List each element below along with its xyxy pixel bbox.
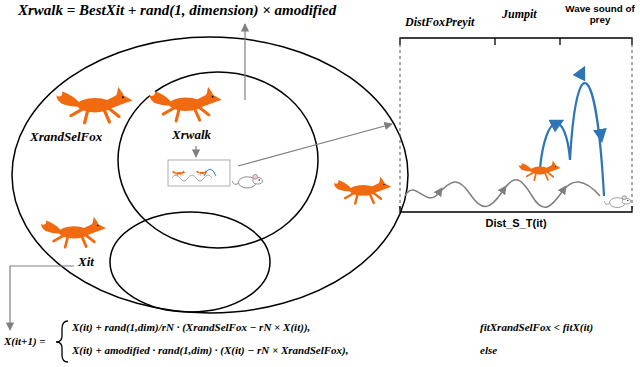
formula: X(it+1) = [4, 335, 46, 348]
fox-label: XrandSelFox [30, 130, 102, 145]
outer-circle [12, 37, 408, 313]
prey-label: Wave sound of prey [564, 3, 636, 26]
hunt-panel [400, 38, 632, 212]
wave-arrow [502, 189, 504, 192]
jump-arrow [580, 72, 582, 76]
leader-line [238, 124, 392, 166]
fox-figure [172, 170, 185, 176]
fox-figure [41, 217, 106, 248]
distance-bracket [400, 206, 632, 212]
fox-figure [149, 87, 222, 121]
mouse-figure [604, 196, 631, 208]
fox-figure [56, 87, 133, 123]
fox-label: Xit [78, 255, 94, 270]
fox-figure [334, 177, 392, 204]
fox-figure [196, 170, 208, 175]
spacer [95, 146, 96, 150]
lower-circle [110, 212, 270, 312]
condition: else [480, 344, 497, 357]
inset-wave [172, 175, 212, 181]
wave-arrow [562, 189, 564, 192]
formula: X(it) + amodified · rand(1,dim) · (X(it)… [72, 344, 348, 357]
top-bracket [400, 38, 632, 45]
distance-label: DistFoxPreyit [405, 16, 474, 30]
panel-bound [400, 38, 632, 212]
wave-path [405, 180, 600, 208]
condition: fitXrandSelFox < fitX(it) [480, 321, 593, 334]
formula: X(it) + rand(1,dim)/rN · (XrandSelFox − … [72, 321, 310, 334]
mouse-figure [232, 174, 262, 188]
inset-frame [168, 160, 230, 186]
jump-path [540, 83, 604, 196]
leader-line [244, 24, 245, 100]
fox-figure [518, 160, 560, 180]
formula: Xrwalk = BestXit + rand(1, dimension) × … [18, 2, 336, 19]
jump-arrow [556, 123, 558, 124]
mini-inset [168, 160, 230, 186]
fox-label: Xrwalk [172, 128, 211, 143]
inner-circle [118, 72, 318, 248]
leader-line [195, 146, 196, 157]
leader-line [10, 266, 74, 330]
distance-label: Dist_S_T(it) [466, 217, 566, 230]
jump-label: Jumpit [502, 8, 537, 22]
curly-brace [56, 321, 68, 362]
jump-arrow [600, 130, 601, 136]
wave-arrow [438, 191, 440, 194]
